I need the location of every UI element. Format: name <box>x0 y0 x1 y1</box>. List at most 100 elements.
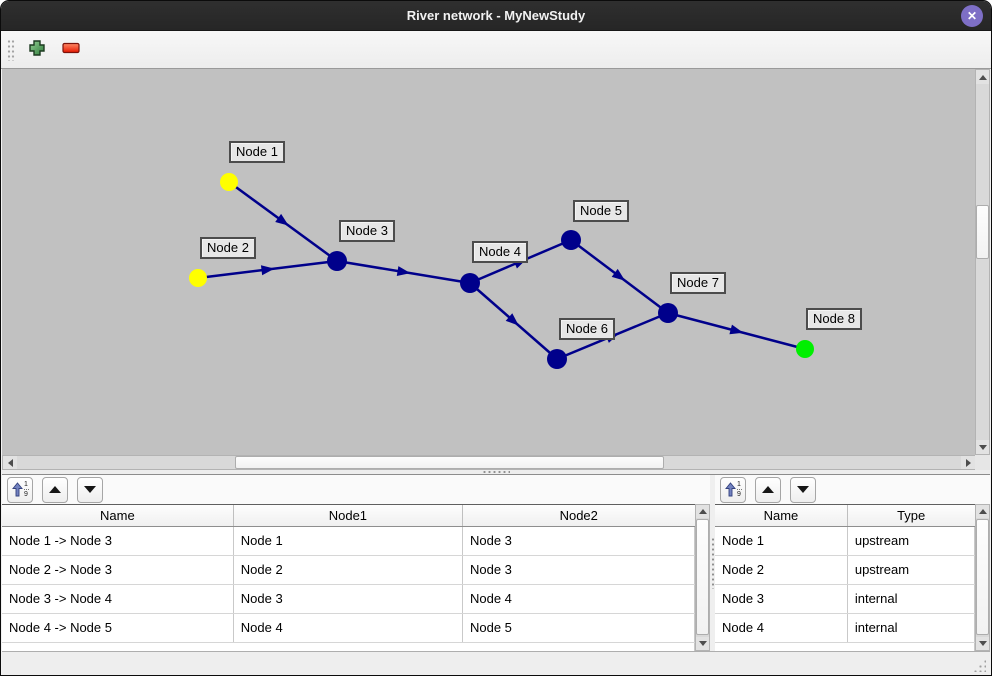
column-header-node1[interactable]: Node1 <box>233 505 463 527</box>
nodes-scroll-track[interactable] <box>976 518 989 637</box>
remove-button[interactable] <box>57 36 85 64</box>
table-cell: Node 2 -> Node 3 <box>2 555 234 585</box>
flow-arrow-icon <box>260 265 275 276</box>
triangle-left-icon <box>7 458 13 467</box>
node-label-node-2[interactable]: Node 2 <box>200 237 256 259</box>
table-cell: upstream <box>847 555 975 585</box>
table-cell: Node 3 <box>462 555 695 585</box>
table-cell: internal <box>847 613 975 643</box>
flow-arrow-icon <box>505 313 519 326</box>
branches-table-scrollbar[interactable] <box>695 504 710 651</box>
canvas-vscroll-track[interactable] <box>976 84 989 440</box>
node-label-node-6[interactable]: Node 6 <box>559 318 615 340</box>
horizontal-pane-splitter[interactable] <box>2 470 990 475</box>
titlebar[interactable]: River network - MyNewStudy ✕ <box>1 1 991 31</box>
scroll-right-button[interactable] <box>961 456 975 469</box>
branches-scroll-thumb[interactable] <box>696 519 709 635</box>
table-cell: Node 4 <box>233 613 463 643</box>
move-down-icon <box>84 486 96 493</box>
column-header-node2[interactable]: Node2 <box>462 505 695 527</box>
node-node-1[interactable] <box>220 173 238 191</box>
toolbar-grip-handle[interactable] <box>7 38 15 61</box>
canvas-vertical-scrollbar[interactable] <box>975 69 990 455</box>
nodes-scroll-thumb[interactable] <box>976 519 989 635</box>
table-cell: Node 4 -> Node 5 <box>2 613 234 643</box>
minus-icon <box>62 42 80 57</box>
node-node-8[interactable] <box>796 340 814 358</box>
table-cell: Node 5 <box>462 613 695 643</box>
triangle-up-icon <box>978 74 987 80</box>
river-network-canvas[interactable]: Node 1 Node 2 Node 3 Node 4 Node 5 Node 6 Node… <box>2 69 976 455</box>
table-cell: Node 2 <box>715 555 848 585</box>
column-header-type[interactable]: Type <box>847 505 975 527</box>
move-up-icon <box>49 486 61 493</box>
move-down-icon <box>797 486 809 493</box>
node-node-2[interactable] <box>189 269 207 287</box>
node-node-5[interactable] <box>561 230 581 250</box>
table-cell: internal <box>847 584 975 614</box>
vertical-pane-splitter[interactable] <box>710 475 715 651</box>
scroll-up-button[interactable] <box>696 505 709 518</box>
node-node-4[interactable] <box>460 273 480 293</box>
node-label-node-8[interactable]: Node 8 <box>806 308 862 330</box>
node-node-3[interactable] <box>327 251 347 271</box>
move-down-button[interactable] <box>77 476 103 503</box>
close-button[interactable]: ✕ <box>961 5 983 27</box>
table-cell: Node 2 <box>233 555 463 585</box>
scroll-up-button[interactable] <box>976 505 989 518</box>
node-label-node-4[interactable]: Node 4 <box>472 241 528 263</box>
flow-arrow-icon <box>275 213 289 226</box>
table-cell: Node 3 <box>462 526 695 556</box>
canvas-vscroll-thumb[interactable] <box>976 205 989 259</box>
canvas-horizontal-scrollbar[interactable] <box>2 455 976 470</box>
scroll-up-button[interactable] <box>976 70 989 84</box>
main-toolbar <box>1 31 991 69</box>
nodes-table-scrollbar[interactable] <box>975 504 990 651</box>
node-node-7[interactable] <box>658 303 678 323</box>
node-label-node-5[interactable]: Node 5 <box>573 200 629 222</box>
node-label-node-7[interactable]: Node 7 <box>670 272 726 294</box>
flow-arrow-icon <box>396 266 411 276</box>
column-header-name[interactable]: Name <box>715 505 848 527</box>
scroll-down-button[interactable] <box>976 637 989 650</box>
move-down-button[interactable] <box>790 476 816 503</box>
triangle-up-icon <box>978 509 987 514</box>
splitter-grip-icon <box>482 470 510 474</box>
window-resize-grip[interactable] <box>973 659 986 672</box>
node-label-node-1[interactable]: Node 1 <box>229 141 285 163</box>
node-label-node-3[interactable]: Node 3 <box>339 220 395 242</box>
canvas-hscroll-thumb[interactable] <box>235 456 664 469</box>
branches-scroll-track[interactable] <box>696 518 709 637</box>
scroll-down-button[interactable] <box>976 440 989 454</box>
scroll-down-button[interactable] <box>696 637 709 650</box>
splitter-grip-icon <box>710 537 715 589</box>
move-up-icon <box>762 486 774 493</box>
triangle-down-icon <box>698 641 707 646</box>
move-up-button[interactable] <box>42 476 68 503</box>
canvas-hscroll-track[interactable] <box>17 456 961 469</box>
plus-icon <box>28 39 46 60</box>
add-button[interactable] <box>23 36 51 64</box>
move-up-button[interactable] <box>755 476 781 503</box>
node-node-6[interactable] <box>547 349 567 369</box>
column-header-name[interactable]: Name <box>2 505 234 527</box>
table-cell: Node 3 <box>233 584 463 614</box>
scroll-left-button[interactable] <box>3 456 17 469</box>
